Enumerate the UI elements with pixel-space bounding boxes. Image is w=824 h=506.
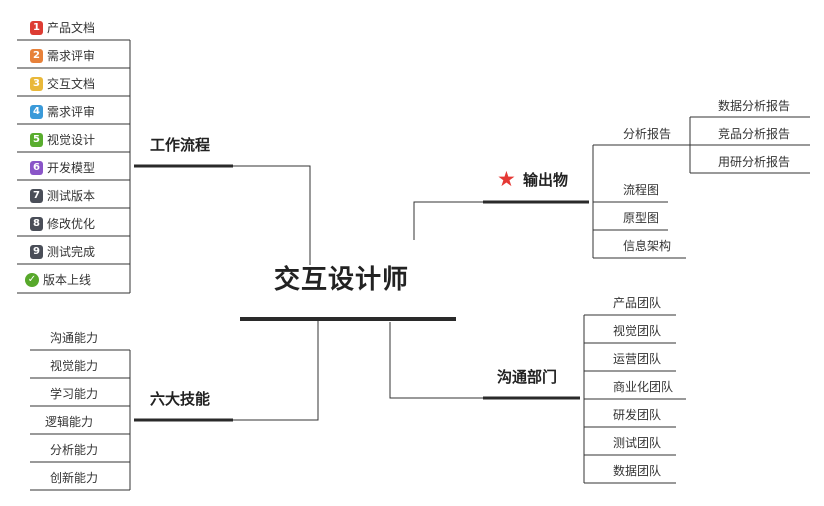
workflow-step: 5 视觉设计 — [30, 133, 95, 147]
workflow-step: 1 产品文档 — [30, 21, 95, 35]
workflow-step: 8 修改优化 — [30, 217, 95, 231]
workflow-step-label: 交互文档 — [47, 77, 96, 91]
workflow-step-label: 测试完成 — [47, 245, 96, 259]
step-number-badge: 4 — [30, 105, 43, 119]
check-circle-icon: ✓ — [25, 273, 39, 287]
workflow-step-label: 视觉设计 — [47, 133, 96, 147]
branch-departments: 沟通部门 — [497, 368, 558, 386]
workflow-step: ✓ 版本上线 — [25, 273, 91, 287]
step-number-badge: 1 — [30, 21, 43, 35]
workflow-step-label: 需求评审 — [47, 105, 96, 119]
department-item: 视觉团队 — [613, 324, 662, 338]
department-item: 测试团队 — [613, 436, 662, 450]
output-item: 流程图 — [623, 183, 660, 197]
department-item: 产品团队 — [613, 296, 662, 310]
department-item: 商业化团队 — [613, 380, 674, 394]
step-number-badge: 9 — [30, 245, 43, 259]
workflow-step-label: 修改优化 — [47, 217, 96, 231]
workflow-step-label: 需求评审 — [47, 49, 96, 63]
output-item: 原型图 — [623, 211, 660, 225]
branch-skills: 六大技能 — [150, 390, 211, 408]
workflow-step: 2 需求评审 — [30, 49, 95, 63]
output-item: 信息架构 — [623, 239, 672, 253]
workflow-step-label: 版本上线 — [43, 273, 92, 287]
skill-item: 创新能力 — [50, 471, 99, 485]
department-item: 运营团队 — [613, 352, 662, 366]
step-number-badge: 2 — [30, 49, 43, 63]
workflow-step: 4 需求评审 — [30, 105, 95, 119]
skill-item: 分析能力 — [50, 443, 99, 457]
workflow-step: 6 开发模型 — [30, 161, 95, 175]
workflow-step: 9 测试完成 — [30, 245, 95, 259]
analysis-report-item: 竞品分析报告 — [718, 127, 791, 141]
star-icon: ★ — [497, 167, 516, 191]
step-number-badge: 3 — [30, 77, 43, 91]
workflow-step: 3 交互文档 — [30, 77, 95, 91]
workflow-step: 7 测试版本 — [30, 189, 95, 203]
skill-item: 学习能力 — [50, 387, 99, 401]
workflow-step-label: 测试版本 — [47, 189, 96, 203]
department-item: 研发团队 — [613, 408, 662, 422]
skill-item: 沟通能力 — [50, 331, 99, 345]
department-item: 数据团队 — [613, 464, 662, 478]
skill-item: 逻辑能力 — [45, 415, 94, 429]
analysis-report-item: 用研分析报告 — [718, 155, 791, 169]
step-number-badge: 7 — [30, 189, 43, 203]
analysis-report-item: 数据分析报告 — [718, 99, 791, 113]
step-number-badge: 8 — [30, 217, 43, 231]
step-number-badge: 6 — [30, 161, 43, 175]
branch-workflow: 工作流程 — [150, 136, 211, 154]
skill-item: 视觉能力 — [50, 359, 99, 373]
output-analysis-report: 分析报告 — [623, 127, 672, 141]
step-number-badge: 5 — [30, 133, 43, 147]
workflow-step-label: 产品文档 — [47, 21, 96, 35]
workflow-step-label: 开发模型 — [47, 161, 96, 175]
central-topic: 交互设计师 — [274, 265, 410, 295]
branch-output: 输出物 — [523, 171, 569, 189]
